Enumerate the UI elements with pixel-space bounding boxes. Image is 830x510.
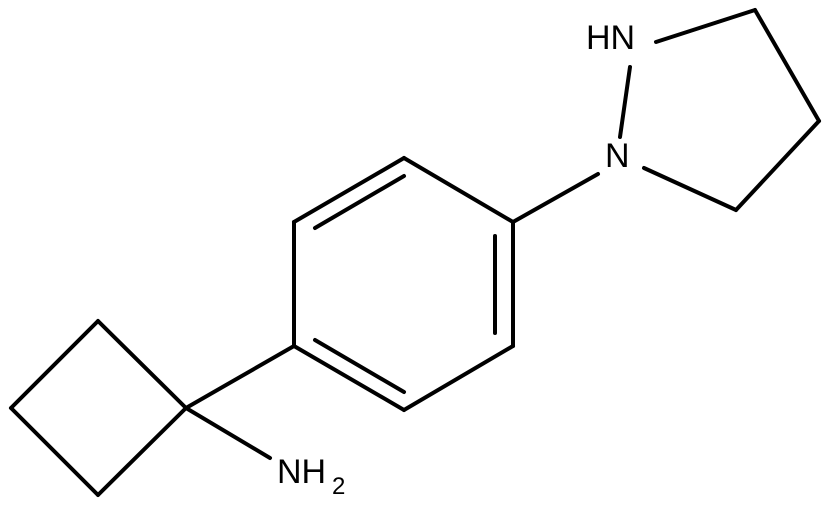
bond-cb-2 [9,319,100,410]
cyclobutane-ring [9,319,188,497]
atom-label-n: N [605,137,630,175]
bond-c-nh2 [184,406,272,460]
bond-cb-1 [96,319,188,410]
bond-c-phenyl [184,344,296,410]
bond-pz-n-nh [618,65,632,139]
bond-pz-ch2-ch2b [734,119,821,212]
bond-bz-2 [402,344,515,412]
bond-pz-ch2-n [642,166,738,212]
atom-label-hn: HN [586,19,635,57]
atom-label-nh2: NH [277,453,326,491]
bond-bz-double-1 [313,338,406,394]
benzene-ring [292,156,515,412]
bond-bz-double-3 [313,174,406,230]
atom-label-nh2-subscript: 2 [332,473,345,500]
bond-bz-5 [292,156,406,224]
bond-pz-ch2-ch2 [753,8,821,123]
bond-pz-nh-ch2 [654,8,757,44]
bond-phenyl-n [511,172,600,224]
bond-cb-4 [96,406,188,497]
bond-bz-4 [402,156,515,224]
bond-bz-1 [292,344,406,412]
amine-group: NH 2 [277,453,345,500]
bond-cb-3 [9,406,100,497]
pyrazolidine-ring [618,8,821,212]
